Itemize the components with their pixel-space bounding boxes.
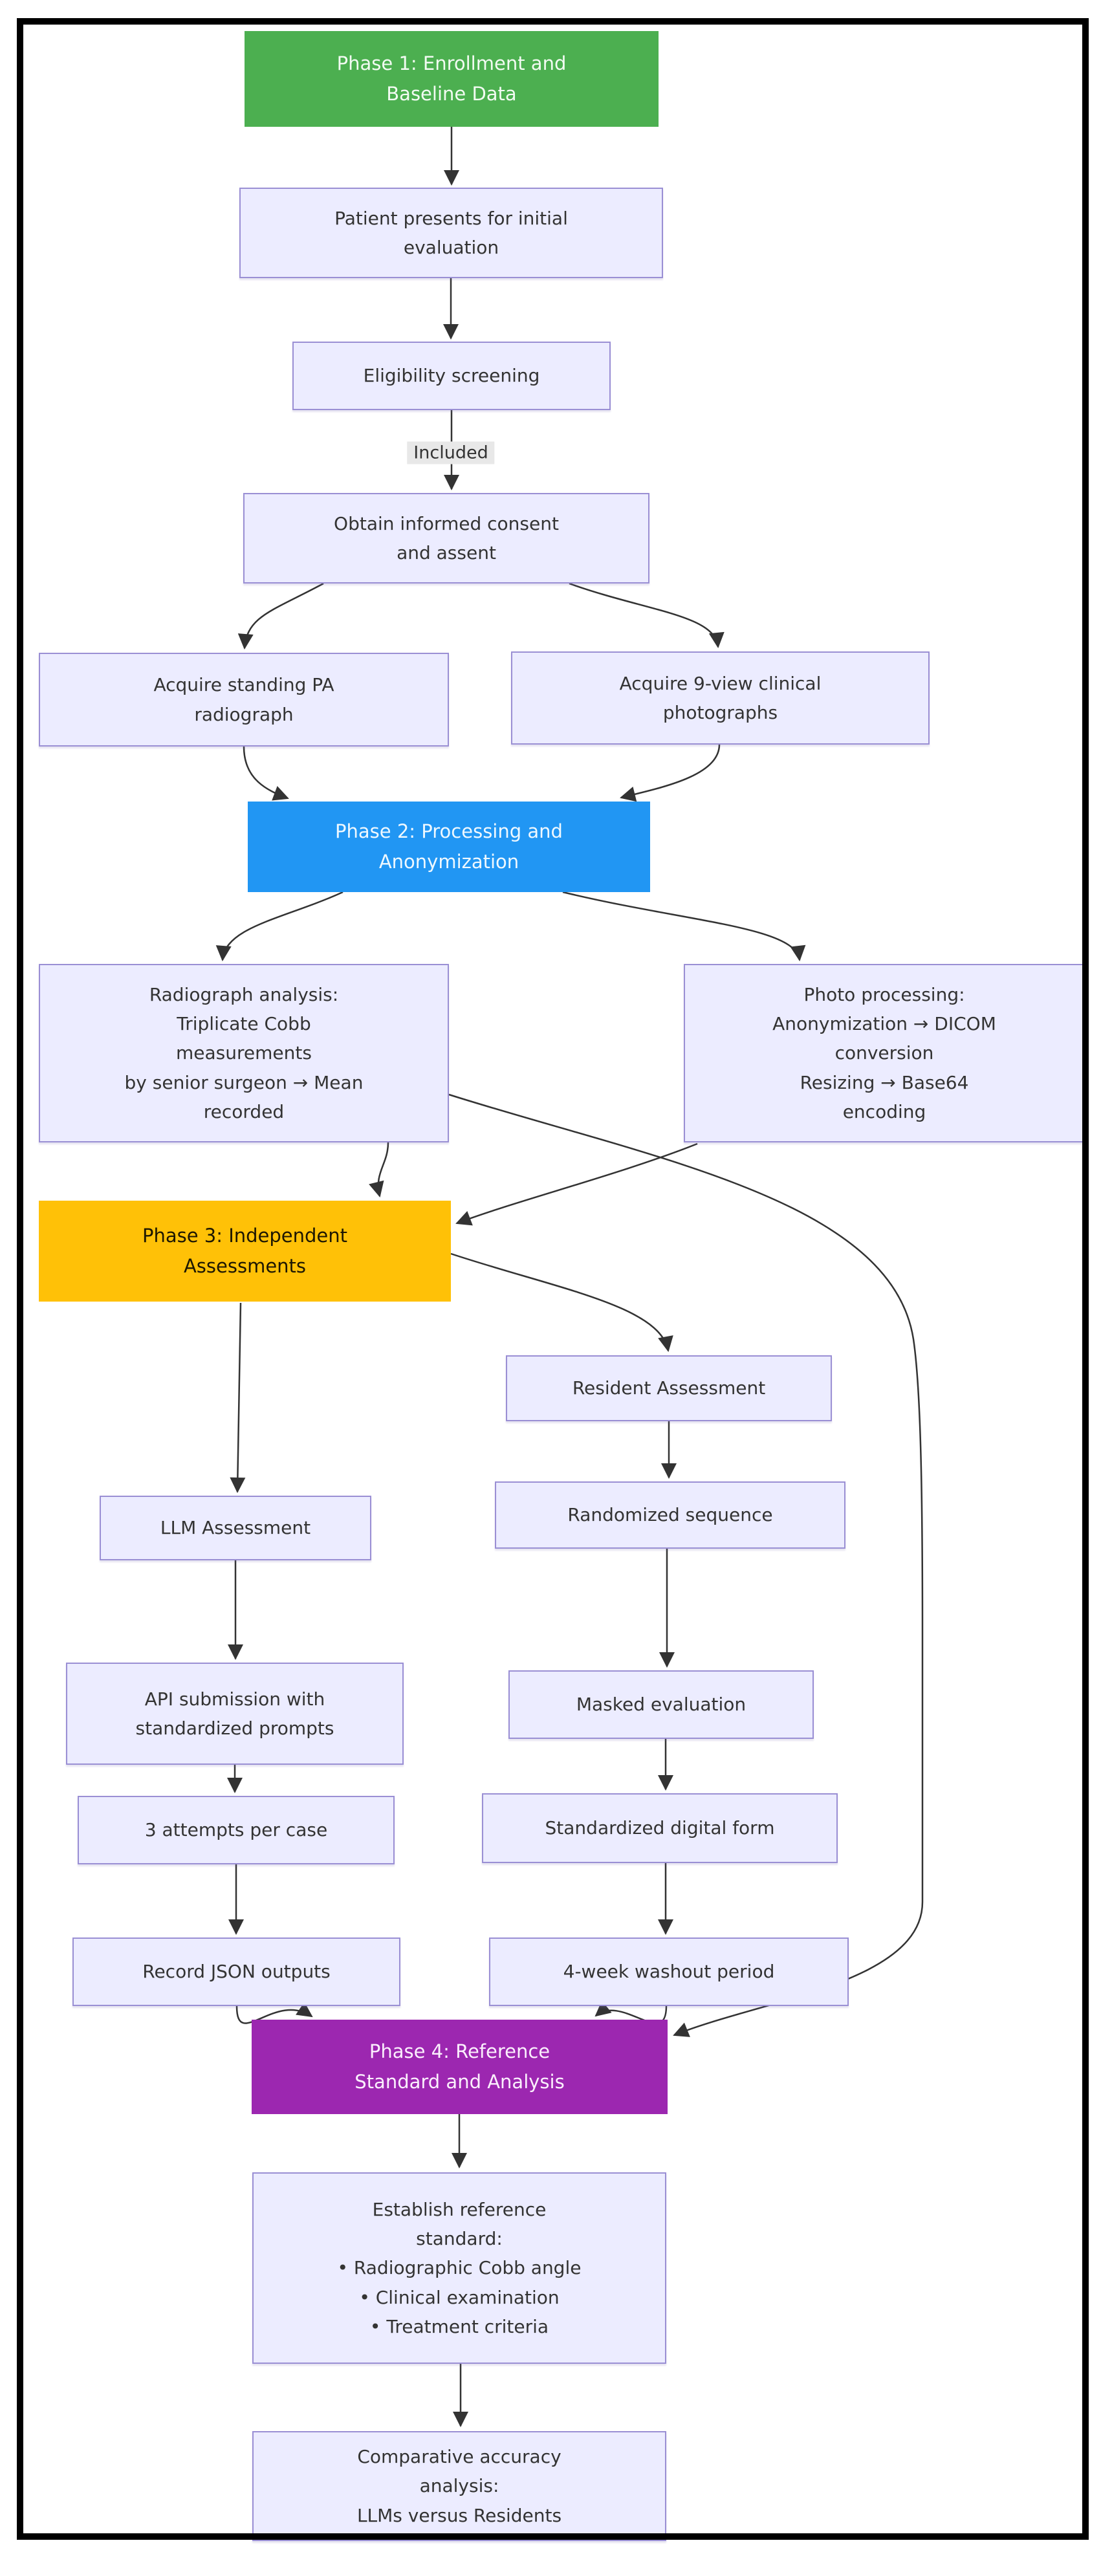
node-acquire-radiograph: Acquire standing PA radiograph	[39, 653, 449, 747]
node-eligibility-screening: Eligibility screening	[292, 342, 611, 410]
node-comparative-analysis-label: Comparative accuracy analysis: LLMs vers…	[356, 2445, 562, 2526]
node-phase2-label: Phase 2: Processing and Anonymization	[335, 820, 563, 873]
node-resident-assessment-label: Resident Assessment	[572, 1377, 766, 1399]
node-digital-form-label: Standardized digital form	[545, 1817, 775, 1839]
node-radiograph-analysis: Radiograph analysis: Triplicate Cobb mea…	[39, 964, 449, 1142]
edge-xrayanalysis-phase3	[369, 1142, 389, 1197]
node-photo-processing: Photo processing: Anonymization → DICOM …	[684, 964, 1085, 1142]
node-randomized-sequence: Randomized sequence	[495, 1481, 845, 1549]
node-api-submission-label: API submission with standardized prompts	[135, 1688, 334, 1739]
edge-photoprocessing-phase3	[455, 1142, 698, 1226]
node-obtain-consent: Obtain informed consent and assent	[243, 493, 649, 584]
node-phase4: Phase 4: Reference Standard and Analysis	[252, 2020, 668, 2114]
edge-photo-phase2	[620, 744, 721, 802]
edge-json-phase4	[235, 2002, 313, 2024]
node-resident-assessment: Resident Assessment	[506, 1355, 832, 1421]
node-api-submission: API submission with standardized prompts	[66, 1663, 404, 1765]
edge-phase3-resident	[450, 1252, 673, 1352]
node-masked-evaluation: Masked evaluation	[508, 1670, 814, 1739]
node-llm-assessment-label: LLM Assessment	[160, 1517, 311, 1539]
node-phase1: Phase 1: Enrollment and Baseline Data	[245, 31, 659, 127]
node-llm-assessment: LLM Assessment	[100, 1496, 371, 1560]
node-masked-evaluation-label: Masked evaluation	[576, 1694, 747, 1716]
edge-xray-phase2	[243, 746, 289, 801]
edge-washout-phase4	[594, 2000, 668, 2024]
edge-consent-photo	[569, 582, 725, 648]
node-phase3-label: Phase 3: Independent Assessments	[142, 1225, 348, 1277]
node-acquire-photographs: Acquire 9-view clinical photographs	[511, 651, 930, 745]
edge-phase2-xrayanalysis	[215, 891, 343, 961]
node-washout-period-label: 4-week washout period	[563, 1961, 775, 1983]
node-attempts-per-case: 3 attempts per case	[78, 1796, 395, 1864]
node-record-json: Record JSON outputs	[72, 1937, 400, 2006]
node-comparative-analysis: Comparative accuracy analysis: LLMs vers…	[252, 2431, 666, 2541]
node-obtain-consent-label: Obtain informed consent and assent	[334, 512, 559, 563]
node-phase4-label: Phase 4: Reference Standard and Analysis	[354, 2040, 565, 2093]
node-acquire-radiograph-label: Acquire standing PA radiograph	[153, 674, 334, 725]
node-establish-reference-label: Establish reference standard: • Radiogra…	[337, 2198, 582, 2338]
node-phase1-label: Phase 1: Enrollment and Baseline Data	[336, 52, 567, 105]
node-radiograph-analysis-label: Radiograph analysis: Triplicate Cobb mea…	[124, 983, 364, 1123]
node-patient-presents: Patient presents for initial evaluation	[239, 188, 663, 278]
node-washout-period: 4-week washout period	[489, 1937, 849, 2006]
edge-phase3-llm	[230, 1302, 246, 1493]
edge-consent-xray	[237, 582, 324, 649]
node-digital-form: Standardized digital form	[482, 1793, 838, 1863]
node-eligibility-screening-label: Eligibility screening	[363, 365, 540, 387]
node-acquire-photographs-label: Acquire 9-view clinical photographs	[619, 672, 822, 723]
node-record-json-label: Record JSON outputs	[142, 1961, 331, 1983]
edge-phase2-photoprocessing	[562, 891, 806, 961]
node-phase2: Phase 2: Processing and Anonymization	[248, 802, 650, 892]
node-attempts-per-case-label: 3 attempts per case	[144, 1819, 328, 1841]
node-patient-presents-label: Patient presents for initial evaluation	[334, 207, 568, 258]
edge-label-included: Included	[407, 441, 495, 464]
node-photo-processing-label: Photo processing: Anonymization → DICOM …	[772, 983, 996, 1123]
node-establish-reference: Establish reference standard: • Radiogra…	[252, 2172, 666, 2364]
node-phase3: Phase 3: Independent Assessments	[39, 1201, 451, 1302]
node-randomized-sequence-label: Randomized sequence	[567, 1504, 773, 1526]
edge-xrayanalysis-phase4	[448, 1093, 924, 2037]
